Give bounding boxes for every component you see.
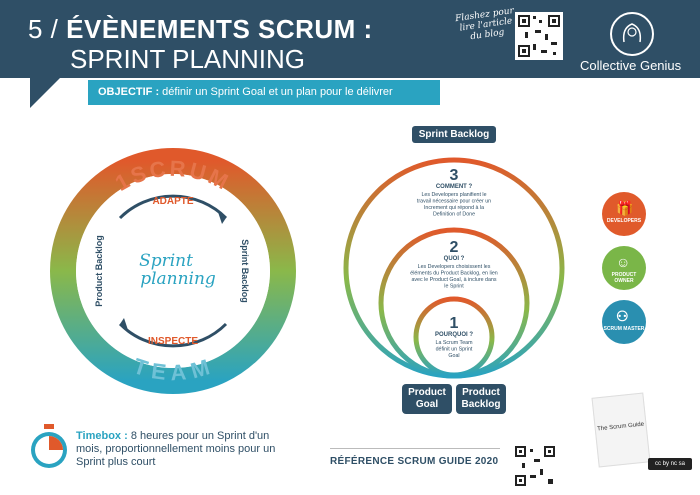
timebox-label: Timebox : bbox=[76, 430, 128, 442]
scrum-team-ring: 1SCRUM TEAM ADAPTE INSPECTE Product Back… bbox=[50, 148, 296, 394]
stopwatch-icon bbox=[31, 424, 67, 468]
idea-head-icon: ☺ bbox=[616, 254, 631, 270]
step1-number: 1 bbox=[450, 315, 459, 332]
page-subtitle: SPRINT PLANNING bbox=[70, 44, 306, 74]
step1-title: POURQUOI ? bbox=[435, 332, 473, 338]
title-main: ÉVÈNEMENTS SCRUM : bbox=[66, 14, 373, 44]
inner-circle bbox=[413, 296, 495, 378]
product-backlog-label: Product Backlog bbox=[94, 235, 104, 307]
header-banner bbox=[0, 0, 700, 78]
sprint-backlog-label: Sprint Backlog bbox=[240, 239, 250, 303]
license-badge: cc by nc sa bbox=[648, 458, 692, 470]
timebox-text: 8 heures pour un Sprint d'un mois, propo… bbox=[76, 430, 276, 468]
planning-circles: 3 COMMENT ? Les Developers planifient le… bbox=[343, 157, 565, 379]
banner-tail bbox=[30, 78, 60, 108]
sprint-backlog-tag: Sprint Backlog bbox=[412, 126, 496, 143]
qr-code-icon bbox=[517, 14, 561, 58]
qr-code-icon bbox=[514, 445, 556, 487]
inspecte-label: INSPECTE bbox=[148, 336, 198, 347]
brand-logo-icon bbox=[610, 12, 654, 56]
book-title: The Scrum Guide bbox=[596, 421, 645, 433]
objective-text: définir un Sprint Goal et un plan pour l… bbox=[159, 86, 393, 98]
reference-label: RÉFÉRENCE SCRUM GUIDE 2020 bbox=[330, 456, 499, 467]
footer-qr-code[interactable] bbox=[514, 445, 556, 487]
arrow-head-icon bbox=[120, 318, 128, 330]
role-scrum-master: ⚇SCRUM MASTER bbox=[602, 300, 646, 344]
center-title-line2: planning bbox=[140, 269, 216, 289]
page-title: 5 / ÉVÈNEMENTS SCRUM : bbox=[28, 14, 373, 45]
brand-name: Collective Genius bbox=[580, 58, 682, 73]
user-icon: ⚇ bbox=[616, 308, 629, 324]
qr-code[interactable] bbox=[515, 12, 563, 60]
product-goal-box: Product Goal bbox=[402, 384, 452, 414]
timebox-note: Timebox : 8 heures pour un Sprint d'un m… bbox=[76, 430, 276, 469]
objective-label: OBJECTIF : bbox=[98, 86, 160, 98]
scrum-guide-book: The Scrum Guide bbox=[591, 392, 651, 468]
role-developers: 🎁DEVELOPERS bbox=[602, 192, 646, 236]
title-prefix: 5 / bbox=[28, 14, 67, 44]
step2-title: QUOI ? bbox=[444, 256, 465, 262]
footer-divider bbox=[330, 448, 500, 449]
cycle-arrow-bottom bbox=[118, 322, 228, 348]
objective-bar: OBJECTIF : définir un Sprint Goal et un … bbox=[88, 80, 440, 105]
role-product-owner: ☺PRODUCT OWNER bbox=[602, 246, 646, 290]
product-backlog-box: Product Backlog bbox=[456, 384, 506, 414]
gift-icon: 🎁 bbox=[616, 200, 634, 216]
step3-title: COMMENT ? bbox=[436, 184, 473, 190]
adapte-label: ADAPTE bbox=[152, 196, 193, 207]
center-title-line1: Sprint bbox=[139, 251, 193, 271]
arrow-head-icon bbox=[218, 212, 226, 224]
cycle-arrow-top bbox=[118, 194, 228, 220]
step3-number: 3 bbox=[450, 167, 459, 184]
step2-number: 2 bbox=[450, 239, 459, 256]
